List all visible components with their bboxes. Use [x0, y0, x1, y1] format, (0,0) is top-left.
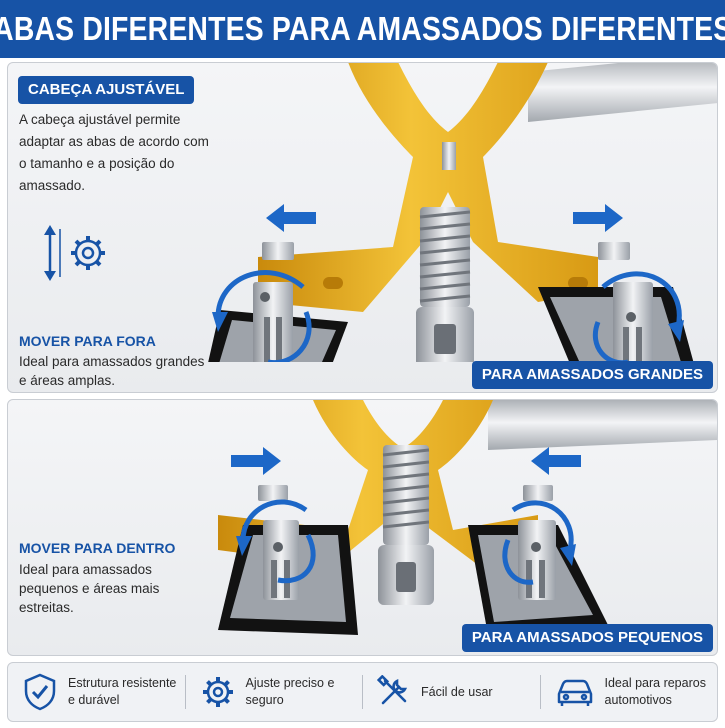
move-in-text: Ideal para amassados pequenos e áreas ma… [19, 562, 160, 615]
rotate-arrows [215, 270, 682, 362]
feature-label: Estrutura resistente e durável [68, 676, 177, 707]
tool-wide-illustration [208, 63, 717, 362]
small-dents-badge: PARA AMASSADOS PEQUENOS [461, 624, 713, 652]
tool-narrow-illustration [218, 400, 717, 635]
puller-rod [528, 63, 717, 122]
adjustable-head-description: A cabeça ajustável permite adaptar as ab… [19, 112, 209, 193]
right-tab [538, 242, 694, 362]
gold-frame [218, 400, 538, 565]
rotate-arrows [240, 499, 574, 585]
feature-easy: Fácil de usar [362, 675, 540, 709]
feature-durable: Estrutura resistente e durável [8, 663, 185, 721]
feature-label: Ideal para reparos automotivos [604, 676, 706, 707]
spring [378, 445, 434, 605]
page-title: ABAS DIFERENTES PARA AMASSADOS DIFERENTE… [0, 10, 725, 47]
shield-check-icon [24, 673, 56, 711]
move-out-arrows [266, 204, 623, 232]
feature-auto: Ideal para reparos automotivos [539, 675, 718, 709]
puller-rod [488, 400, 717, 450]
panel-move-in: MOVER PARA DENTRO Ideal para amassados p… [7, 399, 718, 656]
right-tab [468, 485, 608, 635]
car-icon [557, 679, 592, 706]
page-header: ABAS DIFERENTES PARA AMASSADOS DIFERENTE… [0, 0, 725, 58]
move-in-arrows [231, 447, 581, 475]
panel-move-out: CABEÇA AJUSTÁVEL A cabeça ajustável perm… [7, 62, 718, 393]
tools-icon [377, 675, 408, 705]
gear-icon [202, 677, 233, 707]
feature-adjust: Ajuste preciso e seguro [184, 675, 363, 709]
adjust-gear-arrows-icon [44, 225, 105, 281]
feature-label: Ajuste preciso e seguro [245, 676, 335, 707]
left-tab [218, 485, 358, 635]
move-out-title: MOVER PARA FORA [19, 333, 156, 349]
gold-frame [258, 63, 598, 312]
spring [416, 207, 474, 362]
left-tab [208, 242, 348, 362]
feature-label: Fácil de usar [421, 684, 493, 699]
large-dents-badge: PARA AMASSADOS GRANDES [471, 361, 713, 389]
move-in-title: MOVER PARA DENTRO [19, 540, 176, 556]
adjustable-head-badge: CABEÇA AJUSTÁVEL [18, 76, 195, 104]
features-bar: Estrutura resistente e durável Ajuste pr… [7, 662, 718, 722]
move-out-text: Ideal para amassados grandes e áreas amp… [19, 354, 205, 388]
